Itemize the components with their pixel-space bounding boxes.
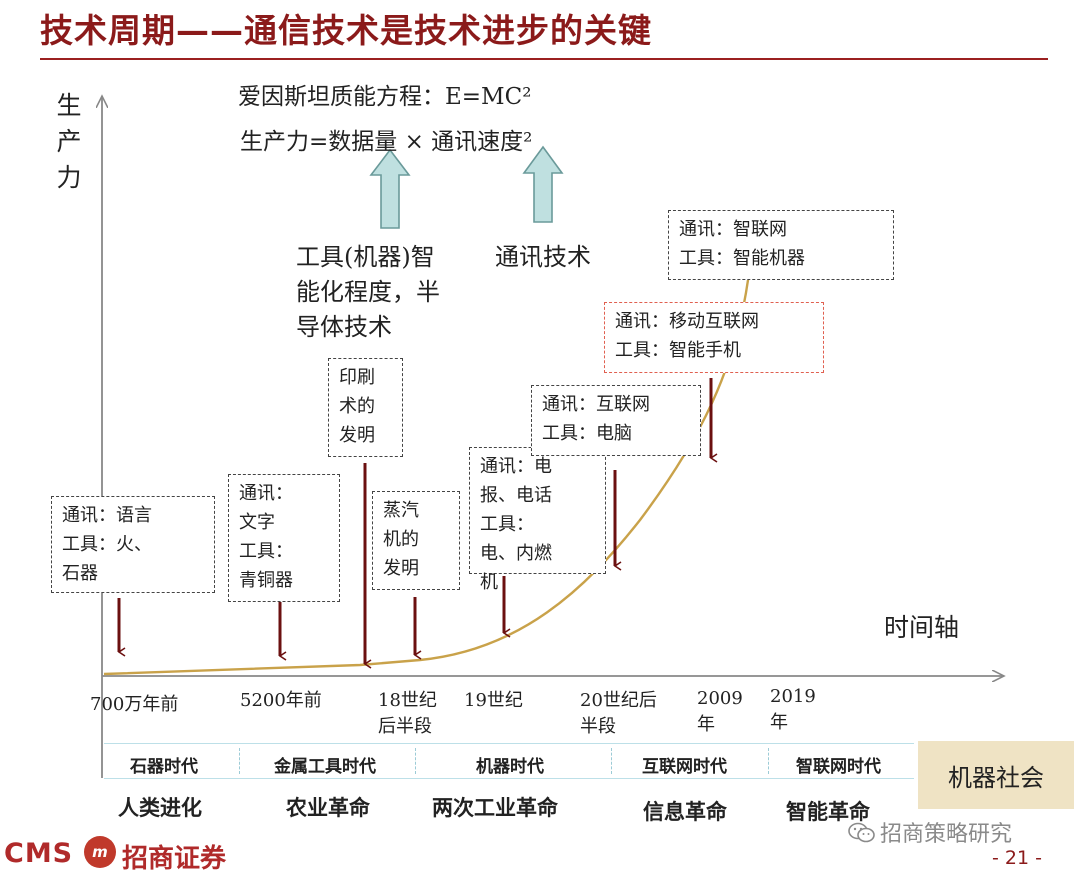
box-steam-engine: 蒸汽 机的 发明 (372, 491, 460, 590)
revolution-label: 信息革命 (643, 800, 727, 824)
era-separator (239, 748, 241, 774)
box-stone-age: 通讯：语言 工具：火、 石器 (51, 496, 215, 593)
box-iot: 通讯：智联网 工具：智能机器 (668, 210, 894, 280)
watermark-text: 招商策略研究 (880, 822, 1013, 847)
tick-label: 2019 年 (770, 686, 816, 733)
note-comm: 通讯技术 (495, 243, 591, 271)
era-metal: 金属工具时代 (274, 757, 376, 777)
wechat-icon (848, 822, 875, 843)
box-printing: 印刷 术的 发明 (328, 358, 403, 457)
formula-productivity: 生产力=数据量 × 通讯速度² (240, 129, 533, 155)
up-arrow-tools (369, 148, 411, 229)
logo-mark: m (84, 836, 116, 868)
era-iot: 智联网时代 (796, 757, 881, 777)
y-axis-label: 生 产 力 (56, 91, 82, 192)
tick-label: 2009 年 (697, 688, 743, 735)
box-mobile-internet: 通讯：移动互联网 工具：智能手机 (604, 302, 824, 373)
up-arrow-comm (522, 145, 564, 223)
revolution-label: 两次工业革命 (432, 796, 558, 820)
page-title: 技术周期——通信技术是技术进步的关键 (40, 11, 652, 50)
company-name: 招商证券 (122, 844, 227, 874)
era-machine: 机器时代 (476, 757, 544, 777)
tick-label: 18世纪 后半段 (378, 690, 437, 737)
logo-cms: CMS (4, 838, 74, 869)
era-separator (415, 748, 417, 774)
tick-label: 20世纪后 半段 (580, 690, 657, 737)
page-number: - 21 - (992, 847, 1042, 869)
era-band-top-rule (104, 743, 914, 744)
title-divider (40, 58, 1048, 60)
tick-label: 5200年前 (240, 690, 322, 711)
revolution-label: 人类进化 (118, 796, 202, 820)
era-band-bottom-rule (104, 778, 914, 779)
revolution-label: 智能革命 (786, 800, 870, 824)
tick-label: 700万年前 (90, 694, 179, 715)
tick-label: 19世纪 (464, 690, 523, 711)
era-stone: 石器时代 (130, 757, 198, 777)
era-separator (768, 748, 770, 774)
era-internet: 互联网时代 (642, 757, 727, 777)
note-tools: 工具(机器)智 能化程度，半 导体技术 (296, 243, 440, 341)
revolution-label: 农业革命 (286, 796, 370, 820)
box-internet: 通讯：互联网 工具：电脑 (531, 385, 701, 456)
box-telegraph: 通讯：电 报、电话 工具： 电、内燃 机 (469, 447, 606, 593)
formula-einstein: 爱因斯坦质能方程：E=MC² (238, 84, 532, 110)
future-era-box: 机器社会 (918, 741, 1074, 809)
box-bronze-age: 通讯： 文字 工具： 青铜器 (228, 474, 340, 602)
x-axis-label: 时间轴 (884, 613, 960, 642)
watermark: 招商策略研究 (848, 816, 1012, 848)
era-separator (611, 748, 613, 774)
